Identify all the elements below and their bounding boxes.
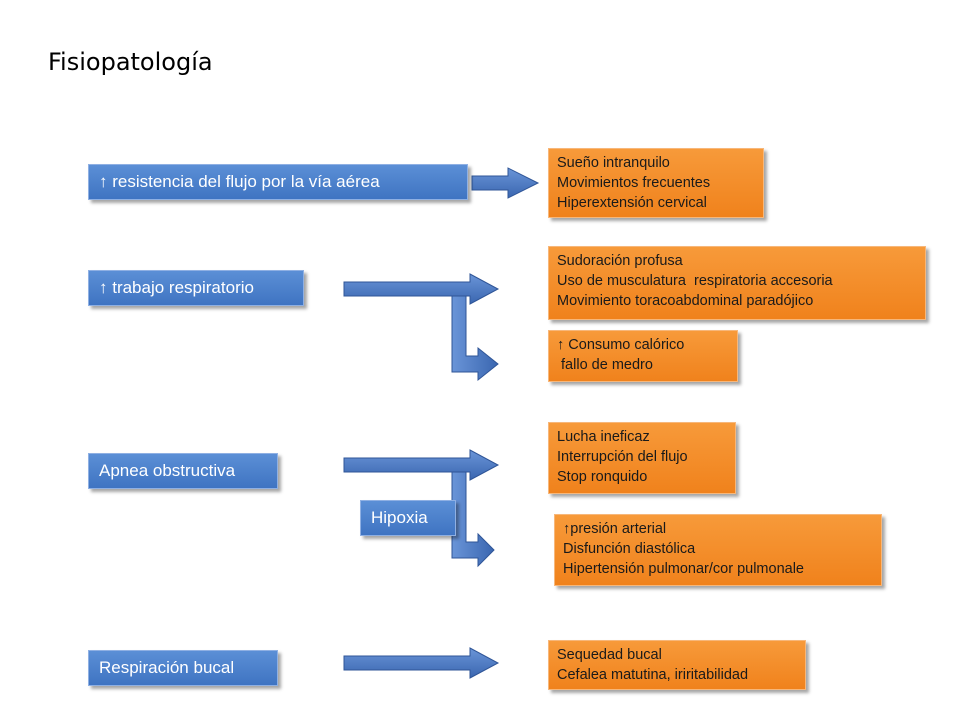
arrow-trabajo [343, 273, 500, 305]
effect-presion: ↑presión arterial Disfunción diastólica … [554, 514, 882, 586]
cause-hipoxia: Hipoxia [360, 500, 456, 536]
effect-line: Disfunción diastólica [563, 541, 696, 557]
cause-bucal: Respiración bucal [88, 650, 278, 686]
effect-line: fallo de medro [557, 357, 653, 373]
effect-sueno: Sueño intranquilo Movimientos frecuentes… [548, 148, 764, 218]
effect-line: Lucha ineficaz [557, 429, 650, 445]
effect-line: Sudoración profusa [557, 253, 683, 269]
cause-bucal-label: Respiración bucal [99, 658, 235, 677]
cause-apnea-label: Apnea obstructiva [99, 461, 236, 480]
arrow-bucal [343, 647, 500, 679]
effect-line: Sueño intranquilo [557, 155, 670, 171]
effect-consumo: ↑ Consumo calórico fallo de medro [548, 330, 738, 382]
effect-line: Sequedad bucal [557, 647, 662, 663]
effect-line: Uso de musculatura respiratoria accesori… [557, 273, 833, 289]
effect-line: Hiperextensión cervical [557, 195, 707, 211]
effect-line: Movimientos frecuentes [557, 175, 711, 191]
effect-sudoracion: Sudoración profusa Uso de musculatura re… [548, 246, 926, 320]
effect-line: Movimiento toracoabdominal paradójico [557, 293, 814, 309]
effect-line: Stop ronquido [557, 469, 648, 485]
effect-line: ↑presión arterial [563, 521, 667, 537]
cause-apnea: Apnea obstructiva [88, 453, 278, 489]
arrow-apnea [343, 449, 500, 481]
effect-line: Hipertensión pulmonar/cor pulmonale [563, 561, 804, 577]
cause-trabajo-label: ↑ trabajo respiratorio [99, 278, 254, 297]
cause-resistencia-label: ↑ resistencia del flujo por la vía aérea [99, 172, 380, 191]
cause-trabajo: ↑ trabajo respiratorio [88, 270, 304, 306]
effect-lucha: Lucha ineficaz Interrupción del flujo St… [548, 422, 736, 494]
effect-sequedad: Sequedad bucal Cefalea matutina, iririta… [548, 640, 806, 690]
effect-line: Interrupción del flujo [557, 449, 688, 465]
arrow-apnea-branch [451, 471, 495, 568]
effect-line: Cefalea matutina, iriritabilidad [557, 667, 749, 683]
arrow-trabajo-branch [451, 295, 499, 382]
page-title: Fisiopatología [48, 48, 213, 76]
effect-line: ↑ Consumo calórico [557, 337, 685, 353]
arrow-resistencia [471, 167, 540, 199]
cause-resistencia: ↑ resistencia del flujo por la vía aérea [88, 164, 468, 200]
cause-hipoxia-label: Hipoxia [371, 508, 428, 527]
